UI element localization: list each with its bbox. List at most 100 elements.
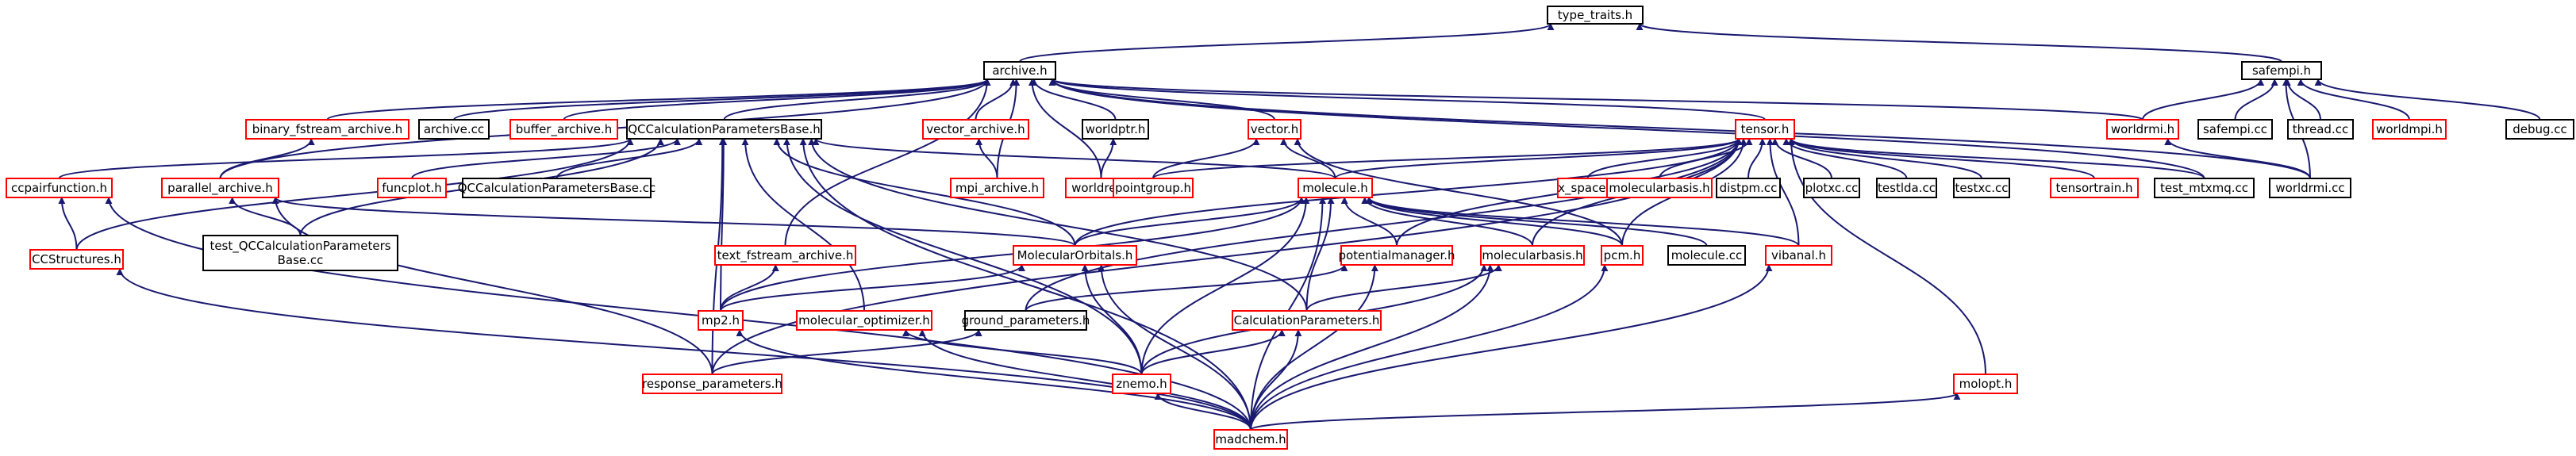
node-madchem[interactable]: madchem.h (1213, 429, 1288, 450)
node-label: x_space.h (1558, 181, 1617, 196)
edge-znemo-to-calcparams (1140, 329, 1286, 375)
edge-pointgroup-to-vector (1152, 138, 1260, 179)
node-box (2106, 119, 2179, 140)
edge-calcparams-to-molecule_h (1305, 197, 1335, 312)
node-worldmpi[interactable]: worldmpi.h (2372, 119, 2447, 140)
node-label: potentialmanager.h (1338, 248, 1455, 262)
node-label: vector.h (1251, 122, 1298, 136)
edge-molecule_h-to-qccalc (812, 138, 1336, 179)
node-label: funcplot.h (382, 181, 442, 195)
node-pointgroup[interactable]: pointgroup.h (1113, 178, 1194, 198)
node-label: CCStructures.h (32, 252, 121, 266)
node-ccstructures[interactable]: CCStructures.h (29, 249, 124, 270)
node-label: distpm.cc (1720, 181, 1778, 195)
node-znemo[interactable]: znemo.h (1112, 374, 1171, 394)
node-worldrmi-h[interactable]: worldrmi.h (2106, 119, 2179, 140)
edge-molecule_h-to-tensor (1334, 138, 1743, 179)
node-box (626, 119, 822, 140)
node-molopt[interactable]: molopt.h (1953, 374, 2018, 394)
edge-safempi-to-type_traits (1636, 23, 2282, 63)
edge-ccpair-to-qccalc (58, 138, 634, 179)
edge-molecule_cc-to-molecule_h (1365, 197, 1708, 247)
edge-safempi_cc-to-safempi (2234, 79, 2278, 121)
node-label: thread.cc (2293, 122, 2348, 136)
node-label: ground_parameters.h (962, 313, 1090, 328)
node-vector-archive[interactable]: vector_archive.h (922, 119, 1029, 140)
edge-testxc-to-tensor (1787, 138, 1982, 179)
node-label: znemo.h (1116, 377, 1167, 391)
node-calcparams[interactable]: CalculationParameters.h (1232, 310, 1382, 331)
edge-mp2-to-molecule_h (720, 197, 1305, 312)
edge-calcparams-to-qccalc (808, 138, 1308, 312)
node-molorbitals[interactable]: MolecularOrbitals.h (1013, 245, 1137, 266)
node-label: molecular_optimizer.h (798, 313, 930, 328)
node-label: Base.cc (278, 253, 324, 267)
edge-worldref-to-worldptr (1100, 138, 1117, 179)
node-box (1667, 245, 1746, 266)
node-parallel-archive[interactable]: parallel_archive.h (161, 178, 279, 198)
edge-molopt-to-tensor (1787, 138, 1986, 375)
edge-madchem-to-mp2 (736, 329, 1251, 431)
node-label: archive.h (992, 63, 1047, 78)
node-safempi-cc: safempi.cc (2197, 119, 2273, 140)
edge-worldrmi_h-to-archive (1048, 79, 2143, 121)
node-box (462, 178, 652, 198)
node-pcm[interactable]: pcm.h (1601, 245, 1644, 266)
node-box (2241, 61, 2322, 80)
node-label: tensor.h (1741, 122, 1790, 136)
edge-qccalc_cc-to-qccalc (556, 138, 703, 179)
edge-response_params-to-parallel_archive (271, 197, 713, 375)
node-mol-optimizer[interactable]: molecular_optimizer.h (796, 310, 932, 331)
node-mp2[interactable]: mp2.h (698, 310, 744, 331)
node-text-fstream[interactable]: text_fstream_archive.h (714, 245, 856, 266)
node-tensor[interactable]: tensor.h (1735, 119, 1795, 140)
node-box (1113, 178, 1194, 198)
node-potentialmanager[interactable]: potentialmanager.h (1338, 245, 1455, 266)
node-label: madchem.h (1215, 432, 1286, 446)
edge-vibanal-to-molecule_h (1365, 197, 1800, 247)
node-testxc: testxc.cc (1953, 178, 2010, 198)
node-safempi: safempi.h (2241, 61, 2322, 80)
edge-znemo-to-qccalc (782, 138, 1143, 375)
node-label: mp2.h (702, 313, 740, 328)
edge-znemo-to-molecule_h (1140, 197, 1310, 375)
edge-worldrmi_cc-to-archive (1048, 79, 2311, 179)
edge-molecule_h-to-vector (1279, 138, 1336, 179)
edge-worldrmi_h-to-safempi (2142, 79, 2265, 121)
node-vector[interactable]: vector.h (1248, 119, 1301, 140)
node-mpi-archive[interactable]: mpi_archive.h (950, 178, 1044, 198)
node-box (29, 249, 124, 270)
node-ccpair[interactable]: ccpairfunction.h (6, 178, 113, 198)
node-binary-fstream[interactable]: binary_fstream_archive.h (245, 119, 409, 140)
node-molecule-cc: molecule.cc (1667, 245, 1746, 266)
node-label: pointgroup.h (1115, 181, 1191, 195)
edge-tensortrain-to-tensor (1787, 138, 2095, 179)
node-tensortrain[interactable]: tensortrain.h (2050, 178, 2139, 198)
node-box (642, 374, 782, 394)
node-buffer-archive[interactable]: buffer_archive.h (509, 119, 618, 140)
node-box (2269, 178, 2351, 198)
node-label: vector_archive.h (926, 122, 1025, 137)
edge-molorbitals-to-tensor (1074, 138, 1743, 247)
node-box (2372, 119, 2447, 140)
node-box (698, 310, 744, 331)
node-label: worldrmi.cc (2275, 181, 2344, 195)
node-label: worldptr.h (1086, 122, 1146, 136)
node-box (202, 235, 398, 271)
edge-parallel_archive-to-binary_fstream (219, 138, 315, 179)
node-label: binary_fstream_archive.h (252, 122, 403, 137)
node-molecule-h[interactable]: molecule.h (1298, 178, 1373, 198)
node-box (161, 178, 279, 198)
node-funcplot[interactable]: funcplot.h (377, 178, 447, 198)
node-vibanal[interactable]: vibanal.h (1765, 245, 1832, 266)
node-debug-cc: debug.cc (2505, 119, 2574, 140)
node-box (1953, 374, 2018, 394)
node-label: CalculationParameters.h (1234, 313, 1380, 328)
node-response-params[interactable]: response_parameters.h (642, 374, 782, 394)
node-label: molecule.h (1302, 181, 1368, 195)
node-worldptr: worldptr.h (1082, 119, 1149, 140)
edge-mp2-to-molorbitals (720, 264, 1025, 312)
node-molecularbasis-mid[interactable]: molecularbasis.h (1480, 245, 1585, 266)
node-molecularbasis-top[interactable]: molecularbasis.h (1606, 178, 1713, 198)
node-label: parallel_archive.h (167, 181, 273, 196)
